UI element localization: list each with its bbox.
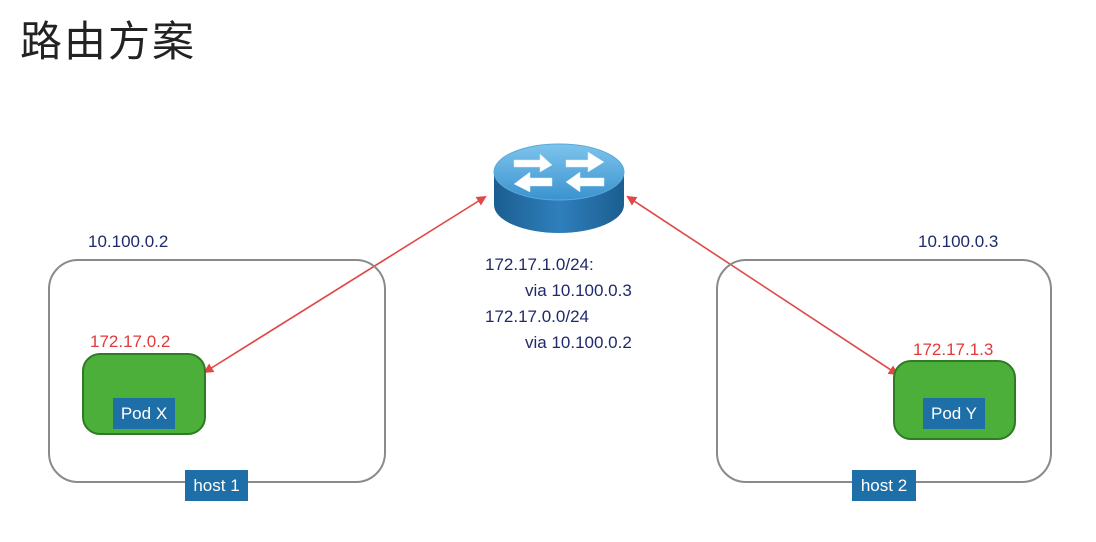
route-dest-0: 172.17.1.0/24: (485, 255, 594, 274)
route-via-0: via 10.100.0.3 (525, 281, 632, 300)
pod-y-label: Pod Y (923, 398, 985, 429)
pod-x-ip: 172.17.0.2 (90, 332, 171, 351)
host2-ip: 10.100.0.3 (918, 232, 999, 251)
host1-label: host 1 (185, 470, 248, 501)
page-title: 路由方案 (20, 17, 197, 66)
routing-table: 172.17.1.0/24: via 10.100.0.3 172.17.0.0… (485, 252, 632, 356)
link-arrow-host1 (203, 195, 487, 374)
host2-label: host 2 (852, 470, 916, 501)
route-via-1: via 10.100.0.2 (525, 333, 632, 352)
route-dest-1: 172.17.0.0/24 (485, 307, 589, 326)
host1-ip: 10.100.0.2 (88, 232, 169, 251)
pod-x-label: Pod X (113, 398, 175, 429)
pod-y-ip: 172.17.1.3 (913, 340, 994, 359)
link-arrow-host2 (626, 195, 899, 376)
router-icon (493, 143, 625, 233)
